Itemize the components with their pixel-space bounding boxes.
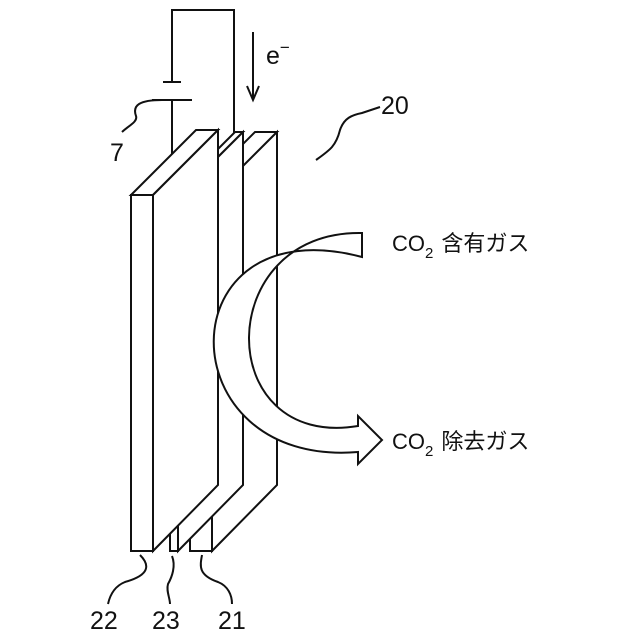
leader-line-22 — [108, 555, 146, 604]
leader-line-23 — [167, 556, 173, 604]
label-co2-removed-gas: CO2 除去ガス — [392, 429, 529, 460]
leader-line-7 — [122, 100, 162, 132]
label-co2-containing-gas: CO2 含有ガス — [392, 231, 529, 262]
label-power-source-7: 7 — [110, 139, 124, 167]
electron-charge: − — [280, 38, 290, 57]
electrode-22-plate — [131, 130, 218, 551]
gas-out-subscript: 2 — [425, 443, 433, 460]
label-device-20: 20 — [381, 92, 409, 120]
gas-in-text: 含有ガス — [441, 231, 529, 256]
leader-line-21 — [201, 555, 232, 604]
gas-in-formula: CO — [392, 231, 425, 256]
electron-symbol: e — [266, 42, 280, 70]
gas-in-subscript: 2 — [425, 245, 433, 262]
label-electrode-22: 22 — [90, 607, 118, 635]
gas-out-text: 除去ガス — [441, 429, 529, 454]
label-electron: e− — [266, 38, 290, 70]
label-separator-23: 23 — [152, 607, 180, 635]
gas-out-formula: CO — [392, 429, 425, 454]
label-electrode-21: 21 — [218, 607, 246, 635]
leader-line-20 — [316, 107, 380, 160]
electron-flow-arrow — [247, 32, 259, 100]
